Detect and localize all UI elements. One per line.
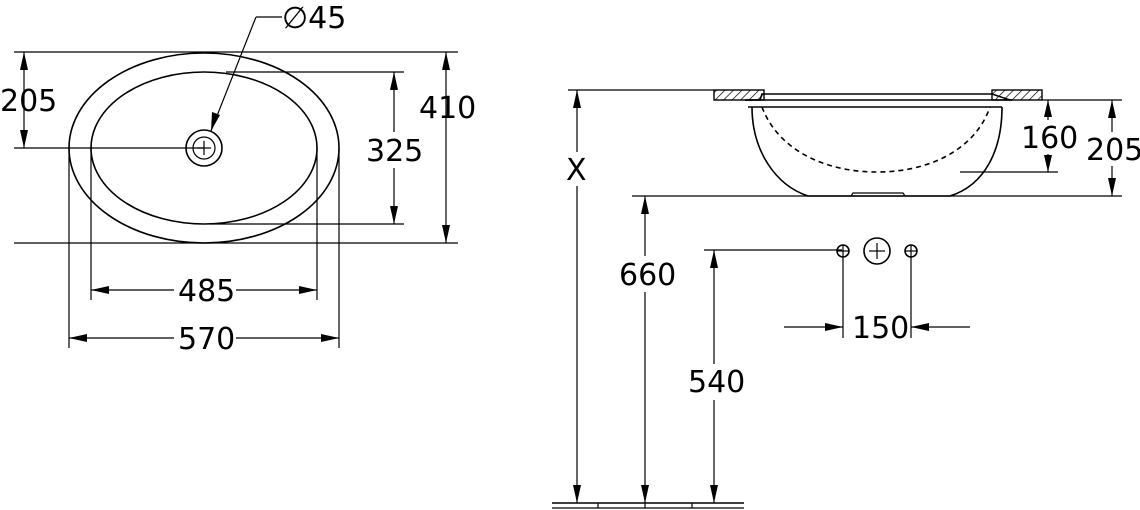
dim-label-485: 485 [178,274,235,309]
plan-view: 205 410 325 485 [0,1,476,357]
basin-inner-dashed [761,106,991,173]
section-view: X 660 540 160 [552,89,1140,509]
dim-570: 570 [69,320,339,357]
basin-body [751,106,1003,197]
dim-label-205-section: 205 [1086,133,1140,168]
tap-holes [836,237,918,265]
dim-x: X [564,90,590,503]
dim-label-570: 570 [178,322,235,357]
dim-150: 150 [784,257,970,346]
dim-160: 160 [1018,100,1078,172]
dim-label-410: 410 [419,91,476,126]
dim-drain-diameter: ∅45 [210,1,346,132]
dim-label-160: 160 [1021,121,1078,156]
dim-label-660: 660 [619,258,676,293]
countertop-left [713,89,765,101]
dim-label-205-plan: 205 [0,84,57,119]
dim-label-drain: ∅45 [282,1,346,36]
countertop-right [991,89,1043,101]
dim-label-540: 540 [688,365,745,400]
dim-325: 325 [364,72,423,224]
floor-line [552,502,744,509]
dim-205-section: 205 [1084,100,1140,196]
dim-205-plan: 205 [0,52,57,148]
dim-label-x: X [566,153,587,188]
dim-label-325: 325 [366,134,423,169]
dim-410: 410 [419,52,476,243]
basin-rim [745,93,1012,101]
dim-660: 660 [616,196,676,503]
dim-485: 485 [91,272,317,309]
dim-label-150: 150 [852,311,909,346]
dim-540: 540 [685,250,745,503]
